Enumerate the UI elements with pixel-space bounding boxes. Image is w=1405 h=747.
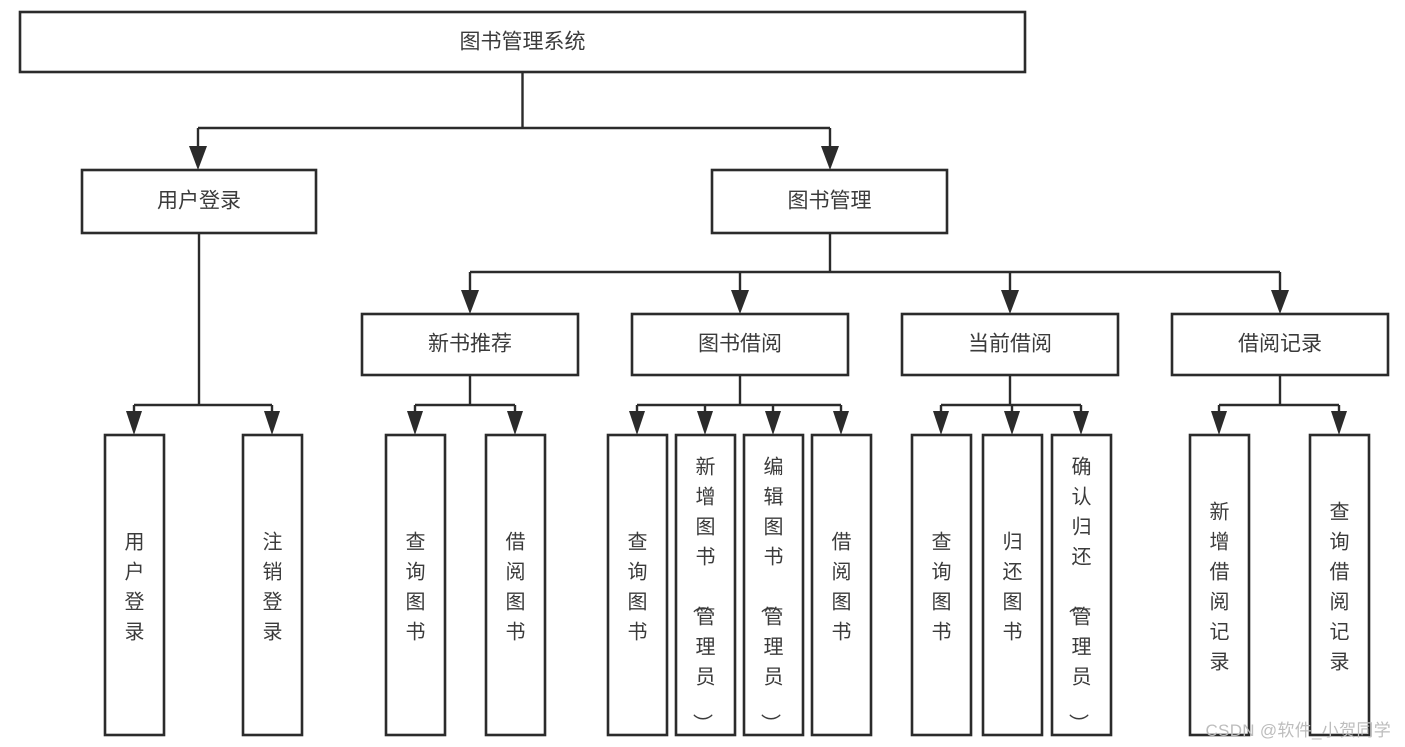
connector-group-book-borrow bbox=[629, 375, 849, 435]
arrow-head-icon bbox=[629, 411, 645, 435]
node-new-book-rec[interactable]: 新书推荐 bbox=[360, 312, 580, 377]
arrow-head-icon bbox=[507, 411, 523, 435]
leaf-node-label: 查询借阅记录 bbox=[1330, 500, 1350, 673]
node-current-borrow[interactable]: 当前借阅 bbox=[900, 312, 1120, 377]
arrow-head-icon bbox=[821, 146, 839, 170]
leaf-node[interactable]: 注销登录 bbox=[241, 433, 304, 737]
arrow-head-icon bbox=[697, 411, 713, 435]
node-new-book-rec-label: 新书推荐 bbox=[428, 333, 512, 356]
node-user-login-label: 用户登录 bbox=[157, 190, 241, 213]
node-book-manage[interactable]: 图书管理 bbox=[710, 168, 949, 235]
leaf-node-label: 新增借阅记录 bbox=[1210, 500, 1230, 673]
node-borrow-record-label: 借阅记录 bbox=[1238, 333, 1322, 356]
leaf-node-label: 借阅图书 bbox=[506, 530, 526, 643]
arrow-head-icon bbox=[126, 411, 142, 435]
leaf-node-box[interactable] bbox=[981, 433, 1044, 737]
leaf-node-box[interactable] bbox=[484, 433, 547, 737]
leaf-node[interactable]: 借阅图书 bbox=[810, 433, 873, 737]
leaf-node[interactable]: 用户登录 bbox=[103, 433, 166, 737]
leaf-node-box[interactable] bbox=[103, 433, 166, 737]
connector-group-user-login bbox=[126, 233, 280, 435]
connector-group-book-manage bbox=[461, 233, 1289, 314]
arrow-head-icon bbox=[1211, 411, 1227, 435]
leaf-node-layer: 用户登录 注销登录 查询图书 借阅图书 查询图书 新增图书（管理员） 编辑图书（管理员） 借阅… bbox=[103, 433, 1371, 737]
leaf-node-label: 确认归还（管理员） bbox=[1067, 455, 1092, 733]
connector-group-new-book-rec bbox=[407, 375, 523, 435]
leaf-node-box[interactable] bbox=[606, 433, 669, 737]
leaf-node-label: 借阅图书 bbox=[832, 530, 852, 643]
leaf-node-label: 查询图书 bbox=[932, 530, 952, 643]
node-user-login-box[interactable] bbox=[80, 168, 318, 235]
leaf-node-box[interactable] bbox=[910, 433, 973, 737]
leaf-node-box[interactable] bbox=[674, 433, 737, 737]
node-book-borrow[interactable]: 图书借阅 bbox=[630, 312, 850, 377]
connector-group-root bbox=[189, 72, 839, 170]
arrow-head-icon bbox=[1331, 411, 1347, 435]
leaf-node-box[interactable] bbox=[742, 433, 805, 737]
leaf-node-label: 查询图书 bbox=[406, 530, 426, 643]
arrow-head-icon bbox=[765, 411, 781, 435]
node-current-borrow-label: 当前借阅 bbox=[968, 333, 1052, 356]
connector-group-current-borrow bbox=[933, 375, 1089, 435]
leaf-node-box[interactable] bbox=[1188, 433, 1251, 737]
node-book-manage-box[interactable] bbox=[710, 168, 949, 235]
node-new-book-rec-box[interactable] bbox=[360, 312, 580, 377]
leaf-node-label: 查询图书 bbox=[628, 530, 648, 643]
node-root-box[interactable] bbox=[18, 10, 1027, 74]
leaf-node-box[interactable] bbox=[384, 433, 447, 737]
node-borrow-record-box[interactable] bbox=[1170, 312, 1390, 377]
arrow-head-icon bbox=[833, 411, 849, 435]
node-book-borrow-label: 图书借阅 bbox=[698, 333, 782, 356]
arrow-head-icon bbox=[933, 411, 949, 435]
node-root[interactable]: 图书管理系统 bbox=[18, 10, 1027, 74]
node-borrow-record[interactable]: 借阅记录 bbox=[1170, 312, 1390, 377]
node-current-borrow-box[interactable] bbox=[900, 312, 1120, 377]
leaf-node-label: 用户登录 bbox=[125, 531, 145, 643]
leaf-node[interactable]: 新增借阅记录 bbox=[1188, 433, 1251, 737]
leaf-node[interactable]: 确认归还（管理员） bbox=[1050, 433, 1113, 737]
leaf-node-box[interactable] bbox=[810, 433, 873, 737]
node-book-borrow-box[interactable] bbox=[630, 312, 850, 377]
leaf-node-box[interactable] bbox=[241, 433, 304, 737]
leaf-node[interactable]: 编辑图书（管理员） bbox=[742, 433, 805, 737]
leaf-node-label: 归还图书 bbox=[1003, 530, 1023, 643]
leaf-node-box[interactable] bbox=[1308, 433, 1371, 737]
leaf-node[interactable]: 借阅图书 bbox=[484, 433, 547, 737]
leaf-node[interactable]: 查询图书 bbox=[910, 433, 973, 737]
leaf-node[interactable]: 查询图书 bbox=[384, 433, 447, 737]
arrow-head-icon bbox=[1004, 411, 1020, 435]
arrow-head-icon bbox=[731, 290, 749, 314]
leaf-node[interactable]: 归还图书 bbox=[981, 433, 1044, 737]
leaf-node-box[interactable] bbox=[1050, 433, 1113, 737]
leaf-node[interactable]: 查询借阅记录 bbox=[1308, 433, 1371, 737]
arrow-head-icon bbox=[1073, 411, 1089, 435]
arrow-head-icon bbox=[1001, 290, 1019, 314]
leaf-node[interactable]: 新增图书（管理员） bbox=[674, 433, 737, 737]
arrow-head-icon bbox=[264, 411, 280, 435]
node-book-manage-label: 图书管理 bbox=[788, 190, 872, 213]
arrow-head-icon bbox=[407, 411, 423, 435]
arrow-head-icon bbox=[1271, 290, 1289, 314]
node-user-login[interactable]: 用户登录 bbox=[80, 168, 318, 235]
node-root-label: 图书管理系统 bbox=[460, 31, 586, 54]
arrow-head-icon bbox=[461, 290, 479, 314]
leaf-node-label: 编辑图书（管理员） bbox=[759, 455, 784, 733]
leaf-node-label: 注销登录 bbox=[263, 530, 283, 643]
arrow-head-icon bbox=[189, 146, 207, 170]
leaf-node-label: 新增图书（管理员） bbox=[691, 455, 716, 733]
leaf-node[interactable]: 查询图书 bbox=[606, 433, 669, 737]
connector-group-borrow-record bbox=[1211, 375, 1347, 435]
